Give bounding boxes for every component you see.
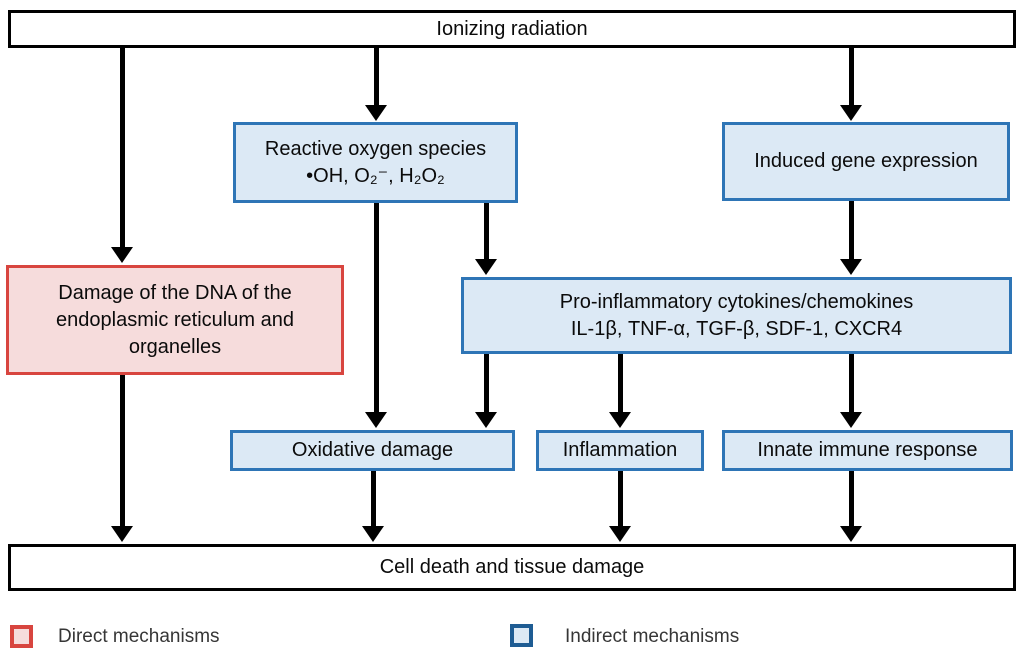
node-cytokines-line2: IL-1β, TNF-α, TGF-β, SDF-1, CXCR4: [570, 317, 903, 340]
node-cell-death-tissue-damage: Cell death and tissue damage: [8, 544, 1016, 591]
arrow-cytokines-to-immune-response: [840, 354, 862, 428]
node-cell-death-label: Cell death and tissue damage: [379, 556, 645, 578]
arrow-ros-to-oxidative-damage: [365, 203, 387, 428]
arrowhead-icon: [475, 412, 497, 428]
node-oxidative-damage-label: Oxidative damage: [291, 439, 454, 461]
arrowhead-icon: [840, 105, 862, 121]
arrowhead-icon: [840, 259, 862, 275]
node-innate-immune-response: Innate immune response: [722, 430, 1013, 471]
arrow-ionizing-to-dna-damage: [111, 48, 133, 263]
arrow-dna-damage-to-cell-death: [111, 375, 133, 542]
node-ionizing-radiation: Ionizing radiation: [8, 10, 1016, 48]
node-innate-immune-response-label: Innate immune response: [757, 439, 978, 461]
node-ionizing-radiation-label: Ionizing radiation: [436, 17, 588, 40]
arrow-oxidative-damage-to-cell-death: [362, 471, 384, 542]
arrow-shaft: [848, 201, 854, 264]
legend-direct-swatch-icon: [10, 625, 33, 648]
arrow-cytokines-to-oxidative-damage: [475, 354, 497, 428]
node-inflammation: Inflammation: [536, 430, 704, 471]
arrow-shaft: [848, 471, 854, 531]
node-dna-damage: Damage of the DNA of the endoplasmic ret…: [6, 265, 344, 375]
arrowhead-icon: [609, 412, 631, 428]
arrow-shaft: [483, 354, 489, 417]
node-cytokines-line1: Pro-inflammatory cytokines/chemokines: [559, 290, 914, 313]
arrowhead-icon: [365, 105, 387, 121]
node-ros-line1: Reactive oxygen species: [264, 137, 487, 160]
arrow-shaft: [848, 354, 854, 417]
arrowhead-icon: [365, 412, 387, 428]
arrow-ionizing-to-gene-expression: [840, 48, 862, 121]
arrow-shaft: [617, 354, 623, 417]
arrow-shaft: [370, 471, 376, 531]
arrowhead-icon: [111, 526, 133, 542]
arrow-ionizing-to-ros: [365, 48, 387, 121]
arrow-shaft: [119, 48, 125, 252]
arrow-shaft: [373, 203, 379, 417]
node-inflammation-label: Inflammation: [562, 439, 678, 461]
node-oxidative-damage: Oxidative damage: [230, 430, 515, 471]
node-ros-line2: •OH, O₂⁻, H₂O₂: [306, 164, 445, 187]
arrow-gene-expression-to-cytokines: [840, 201, 862, 275]
arrowhead-icon: [840, 412, 862, 428]
node-dna-damage-label: Damage of the DNA of the endoplasmic ret…: [56, 281, 294, 358]
legend-direct-label: Direct mechanisms: [58, 626, 220, 647]
node-induced-gene-expression-label: Induced gene expression: [754, 150, 978, 172]
legend-indirect-swatch-icon: [510, 624, 533, 647]
arrowhead-icon: [609, 526, 631, 542]
arrow-shaft: [848, 48, 854, 110]
arrow-inflammation-to-cell-death: [609, 471, 631, 542]
arrow-shaft: [373, 48, 379, 110]
arrow-shaft: [119, 375, 125, 531]
arrowhead-icon: [840, 526, 862, 542]
arrowhead-icon: [362, 526, 384, 542]
arrowhead-icon: [111, 247, 133, 263]
node-reactive-oxygen-species: Reactive oxygen species •OH, O₂⁻, H₂O₂: [233, 122, 518, 203]
node-proinflammatory-cytokines: Pro-inflammatory cytokines/chemokines IL…: [461, 277, 1012, 354]
arrow-immune-response-to-cell-death: [840, 471, 862, 542]
arrow-cytokines-to-inflammation: [609, 354, 631, 428]
arrow-shaft: [483, 203, 489, 264]
node-induced-gene-expression: Induced gene expression: [722, 122, 1010, 201]
legend-indirect-label: Indirect mechanisms: [565, 626, 740, 647]
arrowhead-icon: [475, 259, 497, 275]
arrow-ros-to-cytokines: [475, 203, 497, 275]
arrow-shaft: [617, 471, 623, 531]
